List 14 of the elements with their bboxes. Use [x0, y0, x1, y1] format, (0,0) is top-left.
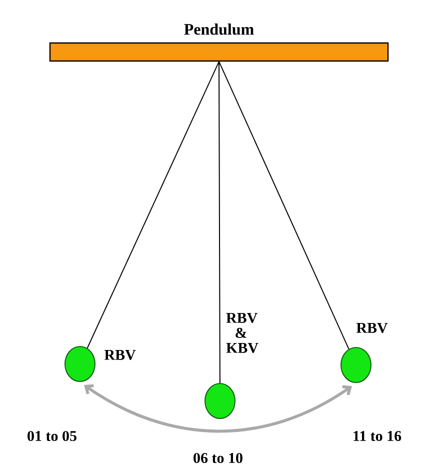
range-label: 11 to 16: [354, 430, 402, 442]
string: [86, 61, 220, 349]
ball: [204, 383, 236, 419]
heading: Pendulum: [184, 24, 254, 35]
range-label: 01 to 05: [28, 430, 76, 442]
ball-label: RBV: [356, 322, 388, 334]
range-label: 06 to 10: [194, 452, 242, 464]
swing-arrow: [84, 384, 352, 433]
ball: [340, 347, 372, 383]
ball-label: RBV: [104, 350, 136, 360]
ball-label: RBV & KBV: [226, 312, 258, 354]
string: [218, 61, 350, 350]
ball: [64, 346, 96, 382]
string: [218, 61, 220, 384]
